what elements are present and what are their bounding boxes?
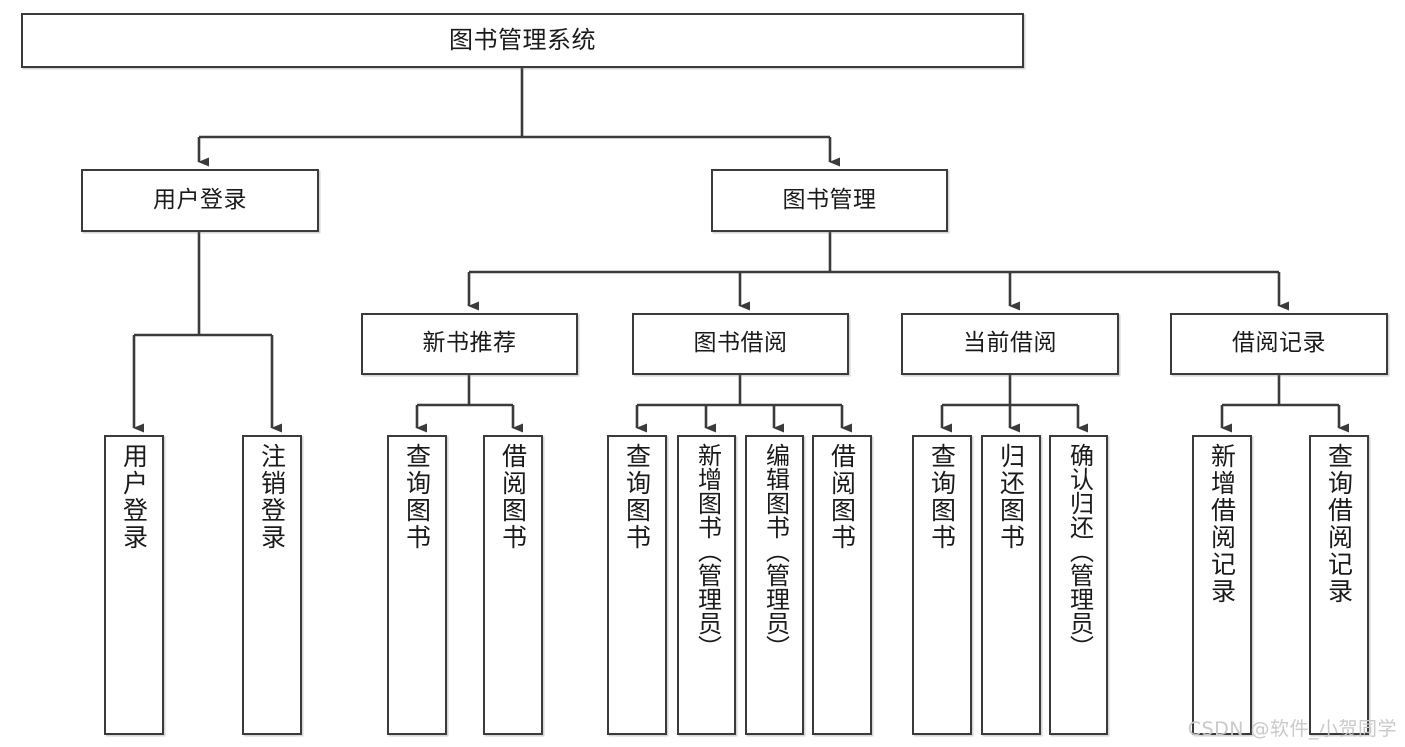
node-borrow-record-label: 借阅记录 xyxy=(1232,330,1326,357)
node-leaf-borrow-book-label: 借阅图书 xyxy=(827,443,857,551)
node-leaf-return-book[interactable]: 归还图书 xyxy=(981,435,1041,735)
node-leaf-query-borrow-record[interactable]: 查询借阅记录 xyxy=(1309,435,1369,735)
node-current-borrow[interactable]: 当前借阅 xyxy=(901,313,1119,375)
node-leaf-confirm-return-admin[interactable]: 确认归还（管理员） xyxy=(1049,435,1108,735)
node-leaf-add-book-admin[interactable]: 新增图书（管理员） xyxy=(677,435,736,735)
node-book-borrow-label: 图书借阅 xyxy=(693,330,788,357)
node-leaf-newbook-query-book-label: 查询图书 xyxy=(402,443,432,551)
node-book-management-label: 图书管理 xyxy=(782,186,877,213)
node-leaf-edit-book-admin-label: 编辑图书（管理员） xyxy=(761,443,790,659)
node-current-borrow-label: 当前借阅 xyxy=(963,330,1057,357)
node-book-management[interactable]: 图书管理 xyxy=(711,169,948,232)
node-leaf-add-borrow-record-label: 新增借阅记录 xyxy=(1207,443,1237,605)
node-leaf-confirm-return-admin-label: 确认归还（管理员） xyxy=(1065,443,1094,659)
node-leaf-user-login-label: 用户登录 xyxy=(119,443,149,551)
node-leaf-add-book-admin-label: 新增图书（管理员） xyxy=(693,443,722,659)
node-borrow-record[interactable]: 借阅记录 xyxy=(1170,313,1388,375)
node-leaf-query-borrow-record-label: 查询借阅记录 xyxy=(1324,443,1354,605)
node-leaf-edit-book-admin[interactable]: 编辑图书（管理员） xyxy=(745,435,804,735)
node-leaf-borrow-query-book-label: 查询图书 xyxy=(622,443,652,551)
node-user-login-label: 用户登录 xyxy=(153,186,247,213)
node-leaf-newbook-borrow-book-label: 借阅图书 xyxy=(498,443,528,551)
node-leaf-borrow-query-book[interactable]: 查询图书 xyxy=(607,435,667,735)
node-leaf-return-book-label: 归还图书 xyxy=(996,443,1026,551)
node-leaf-user-login[interactable]: 用户登录 xyxy=(104,435,164,735)
node-book-borrow[interactable]: 图书借阅 xyxy=(632,313,849,375)
csdn-watermark: CSDN @软件_小贺同学 xyxy=(1187,718,1397,740)
node-leaf-add-borrow-record[interactable]: 新增借阅记录 xyxy=(1192,435,1252,735)
node-leaf-logout-label: 注销登录 xyxy=(257,443,287,551)
node-leaf-current-query-book[interactable]: 查询图书 xyxy=(912,435,972,735)
node-leaf-logout[interactable]: 注销登录 xyxy=(242,435,302,735)
node-new-book-recommend-label: 新书推荐 xyxy=(422,330,517,357)
node-root-system[interactable]: 图书管理系统 xyxy=(21,13,1024,68)
node-root-system-label: 图书管理系统 xyxy=(449,26,596,55)
node-user-login[interactable]: 用户登录 xyxy=(81,169,319,232)
node-leaf-newbook-borrow-book[interactable]: 借阅图书 xyxy=(483,435,543,735)
node-leaf-current-query-book-label: 查询图书 xyxy=(927,443,957,551)
node-leaf-newbook-query-book[interactable]: 查询图书 xyxy=(387,435,447,735)
node-leaf-borrow-book[interactable]: 借阅图书 xyxy=(812,435,872,735)
node-new-book-recommend[interactable]: 新书推荐 xyxy=(361,313,578,375)
